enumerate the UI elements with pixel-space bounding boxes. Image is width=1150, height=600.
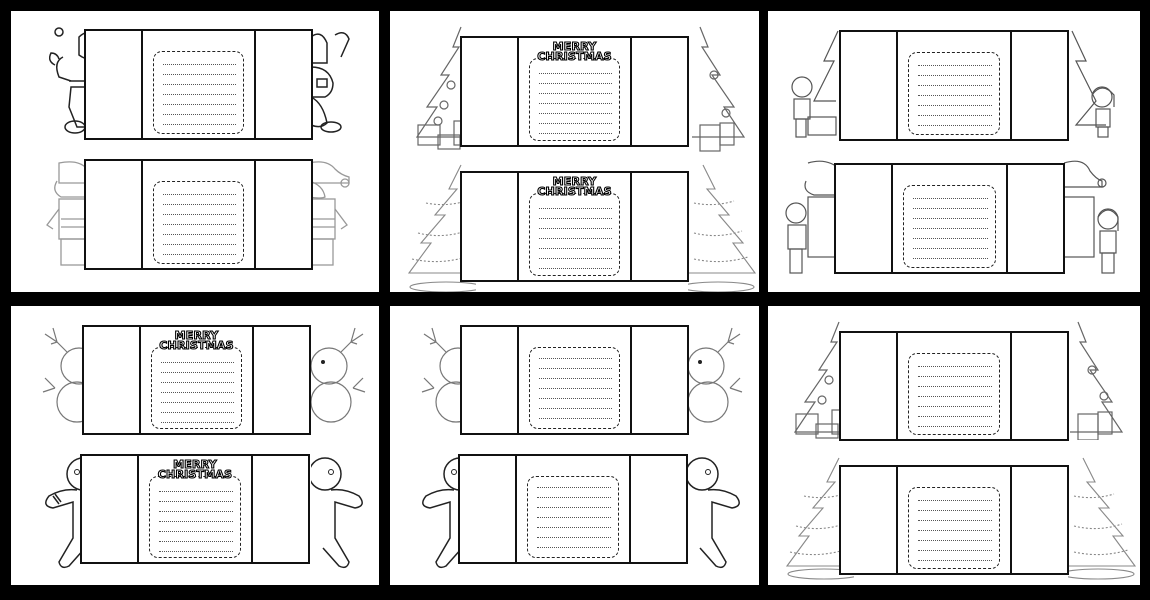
left-flap[interactable] [841, 32, 898, 139]
writing-card-kids-1 [839, 30, 1069, 141]
writing-card-tree-4 [839, 465, 1069, 575]
right-flap[interactable] [1010, 32, 1067, 139]
center-panel [898, 32, 1010, 139]
girl-with-tree-icon [1071, 30, 1115, 138]
right-flap[interactable] [629, 456, 686, 562]
left-flap[interactable] [82, 456, 139, 562]
center-panel [519, 327, 630, 433]
writing-area[interactable] [149, 476, 241, 558]
writing-area[interactable] [529, 58, 620, 141]
writing-area[interactable] [529, 347, 620, 429]
left-flap[interactable] [86, 161, 143, 268]
right-flap[interactable] [254, 31, 311, 138]
right-flap[interactable] [1010, 467, 1067, 573]
boy-with-tree-icon [791, 30, 839, 138]
right-flap[interactable] [630, 327, 687, 433]
merry-christmas-heading: MERRY CHRISTMAS [537, 175, 612, 198]
writing-area[interactable] [908, 353, 1000, 435]
left-flap[interactable] [462, 38, 519, 145]
center-panel [143, 161, 254, 268]
right-flap[interactable] [630, 173, 687, 280]
right-flap[interactable] [1010, 333, 1067, 439]
reindeer-left-icon [421, 327, 476, 423]
page-santa [11, 11, 379, 292]
gingerbread-right-icon [311, 457, 363, 569]
writing-area[interactable] [529, 193, 620, 276]
reindeer-left-icon [42, 327, 97, 423]
merry-christmas-heading: MERRY CHRISTMAS [157, 458, 233, 481]
center-panel: MERRY CHRISTMAS [139, 456, 251, 562]
page-tree [768, 306, 1140, 585]
writing-area[interactable] [527, 476, 619, 558]
page-reindeer [390, 306, 759, 585]
writing-card-kids-2 [834, 163, 1065, 274]
christmas-tree-gifts-right-icon [1070, 321, 1124, 440]
writing-card-tree-1: MERRY CHRISTMAS [460, 36, 689, 147]
left-flap[interactable] [462, 173, 519, 280]
right-flap[interactable] [630, 38, 687, 145]
left-flap[interactable] [462, 327, 519, 433]
girl-with-santa-icon [1064, 160, 1119, 274]
santa-standing-right-icon [309, 161, 350, 266]
writing-card-gingerbread-1: MERRY CHRISTMAS [80, 454, 310, 564]
left-flap[interactable] [460, 456, 517, 562]
writing-area[interactable] [153, 51, 244, 134]
merry-christmas-heading: MERRY CHRISTMAS [537, 40, 612, 63]
center-panel [898, 467, 1010, 573]
writing-area[interactable] [908, 52, 1000, 135]
center-panel [893, 165, 1006, 272]
writing-card-gingerbread-2 [458, 454, 688, 564]
reindeer-right-icon [311, 327, 366, 423]
right-flap[interactable] [251, 456, 308, 562]
writing-card-santa-1 [84, 29, 313, 140]
right-flap[interactable] [252, 327, 309, 433]
writing-card-reindeer-1: MERRY CHRISTMAS [82, 325, 311, 435]
writing-card-tree-2: MERRY CHRISTMAS [460, 171, 689, 282]
christmas-tree-garland-right-icon [688, 164, 757, 292]
boy-with-santa-icon [785, 160, 842, 274]
merry-christmas-heading: MERRY CHRISTMAS [159, 329, 234, 352]
left-flap[interactable] [841, 333, 898, 439]
writing-area[interactable] [153, 181, 244, 264]
santa-standing-left-icon [46, 161, 87, 266]
left-flap[interactable] [836, 165, 893, 272]
gingerbread-right-icon [688, 457, 740, 569]
christmas-tree-gifts-right-icon [692, 26, 746, 152]
writing-card-tree-3 [839, 331, 1069, 441]
writing-card-santa-2 [84, 159, 313, 270]
santa-waving-right-icon [310, 32, 350, 133]
writing-area[interactable] [908, 487, 1000, 569]
reindeer-right-icon [688, 327, 743, 423]
center-panel: MERRY CHRISTMAS [519, 38, 630, 145]
center-panel: MERRY CHRISTMAS [141, 327, 252, 433]
right-flap[interactable] [254, 161, 311, 268]
center-panel [517, 456, 629, 562]
center-panel: MERRY CHRISTMAS [519, 173, 630, 280]
writing-area[interactable] [151, 347, 242, 429]
left-flap[interactable] [841, 467, 898, 573]
page-tree-merry-christmas: MERRY CHRISTMAS MERRY CHRISTMAS [390, 11, 759, 292]
christmas-tree-garland-right-icon [1068, 457, 1137, 580]
page-kids [768, 11, 1140, 292]
left-flap[interactable] [84, 327, 141, 433]
page-reindeer-merry-christmas: MERRY CHRISTMAS MERRY CHRISTMAS [11, 306, 379, 585]
writing-card-reindeer-2 [460, 325, 689, 435]
writing-area[interactable] [903, 185, 996, 268]
left-flap[interactable] [86, 31, 143, 138]
center-panel [898, 333, 1010, 439]
right-flap[interactable] [1006, 165, 1063, 272]
center-panel [143, 31, 254, 138]
